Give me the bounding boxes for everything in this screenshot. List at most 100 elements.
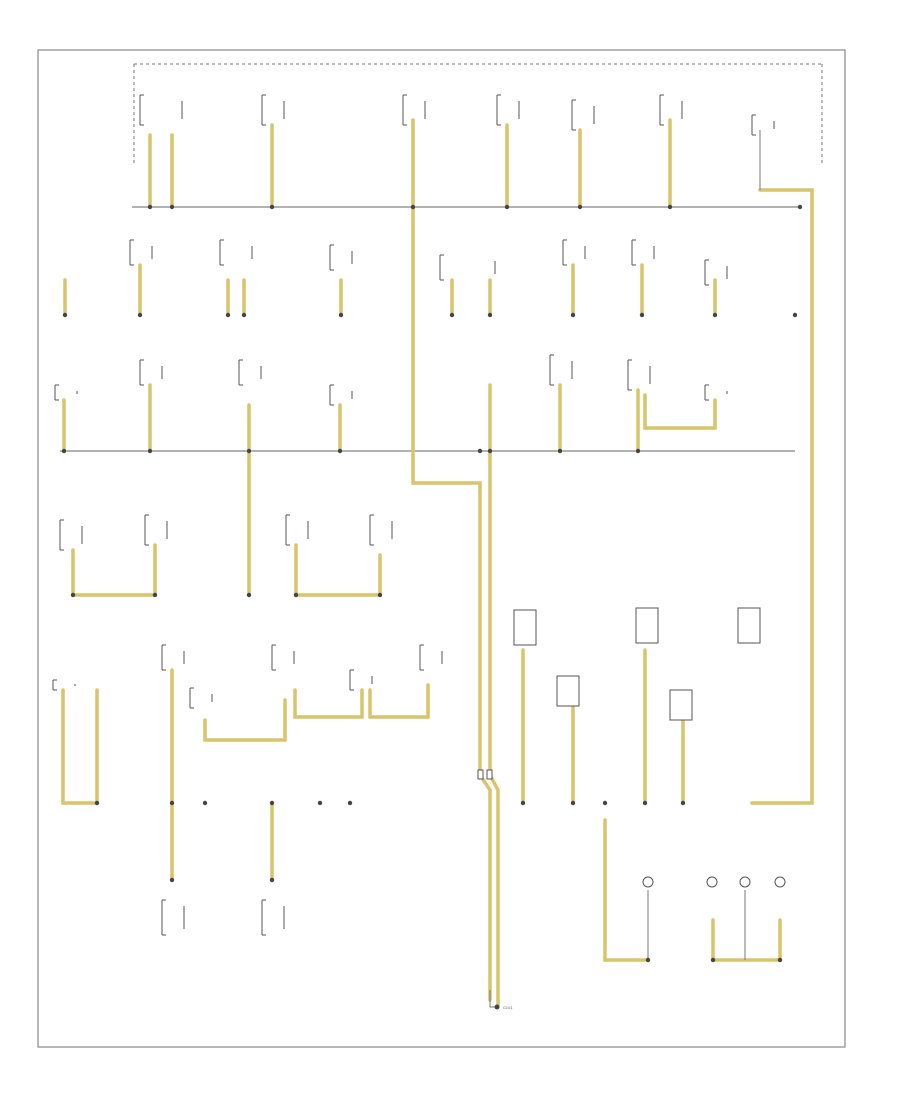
inline-connector-1 xyxy=(477,769,484,780)
wire-right-trunk xyxy=(750,188,814,805)
component-box-3 xyxy=(737,607,761,644)
splice-point-21 xyxy=(147,448,153,454)
splice-point-26 xyxy=(557,448,563,454)
component-bracket-16 xyxy=(139,359,163,386)
wire-row3-loop xyxy=(643,393,717,430)
component-bracket-6 xyxy=(659,94,683,126)
wire-bottom-left-loop xyxy=(603,818,650,962)
lamp-3 xyxy=(739,876,751,888)
component-bracket-25 xyxy=(369,514,393,546)
component-box-2 xyxy=(635,607,659,644)
wire-row4-loop-right xyxy=(294,543,382,597)
splice-point-22 xyxy=(246,448,252,454)
splice-point-24 xyxy=(477,448,483,454)
component-bracket-27 xyxy=(161,644,185,671)
wire-bottom-right-lamps xyxy=(647,890,746,960)
component-bracket-11 xyxy=(439,254,496,281)
thin-wires xyxy=(489,130,761,1008)
splice-point-32 xyxy=(377,592,383,598)
splice-point-10 xyxy=(137,312,143,318)
splice-point-18 xyxy=(712,312,718,318)
ground-point: G101 xyxy=(494,1004,513,1010)
splice-point-37 xyxy=(317,800,323,806)
component-bracket-21 xyxy=(704,384,728,401)
splice-point-47 xyxy=(710,957,716,963)
component-bracket-17 xyxy=(238,359,262,386)
splice-point-5 xyxy=(504,204,510,210)
splice-point-29 xyxy=(152,592,158,598)
splice-point-45 xyxy=(269,877,275,883)
wire-row5-a xyxy=(61,688,99,805)
diagram-frame xyxy=(37,49,846,1048)
component-bracket-1 xyxy=(139,94,183,126)
component-bracket-4 xyxy=(496,94,520,126)
component-bracket-26 xyxy=(52,679,76,691)
component-bracket-29 xyxy=(271,644,295,671)
splice-point-25 xyxy=(487,448,493,454)
wire-row5-e xyxy=(368,683,430,719)
splice-point-36 xyxy=(269,800,275,806)
splice-point-8 xyxy=(797,204,803,210)
splice-point-35 xyxy=(202,800,208,806)
lamp-2 xyxy=(706,876,718,888)
lamp-4 xyxy=(774,876,786,888)
splice-point-40 xyxy=(570,800,576,806)
highlighted-ground-wires xyxy=(61,118,814,1007)
splice-point-38 xyxy=(347,800,353,806)
wire-center-trunk-b xyxy=(488,383,500,1007)
splice-point-30 xyxy=(246,592,252,598)
component-bracket-9 xyxy=(219,239,253,266)
ground-point-label: G101 xyxy=(503,1006,513,1010)
splice-point-7 xyxy=(667,204,673,210)
splice-point-46 xyxy=(645,957,651,963)
splice-point-13 xyxy=(338,312,344,318)
splice-point-17 xyxy=(639,312,645,318)
splice-point-1 xyxy=(147,204,153,210)
component-bracket-12 xyxy=(562,239,586,266)
component-bracket-28 xyxy=(189,687,213,709)
component-bracket-5 xyxy=(571,99,595,131)
splice-point-3 xyxy=(269,204,275,210)
splice-point-11 xyxy=(225,312,231,318)
component-bracket-14 xyxy=(704,259,728,286)
component-bracket-3 xyxy=(402,94,426,126)
splice-points xyxy=(61,204,803,963)
splice-point-34 xyxy=(169,800,175,806)
ground-point-dot xyxy=(494,1004,500,1010)
splice-point-31 xyxy=(293,592,299,598)
component-bracket-18 xyxy=(329,384,353,406)
splice-point-41 xyxy=(602,800,608,806)
splice-point-44 xyxy=(169,877,175,883)
ground-buses xyxy=(60,63,823,452)
component-bracket-31 xyxy=(419,644,443,671)
component-bracket-20 xyxy=(627,359,651,391)
splice-point-27 xyxy=(635,448,641,454)
component-bracket-23 xyxy=(144,514,168,546)
splice-point-23 xyxy=(337,448,343,454)
component-box-4 xyxy=(556,675,580,707)
splice-point-12 xyxy=(241,312,247,318)
splice-point-16 xyxy=(570,312,576,318)
splice-point-43 xyxy=(680,800,686,806)
component-bracket-8 xyxy=(129,239,153,266)
component-box-1 xyxy=(513,609,537,646)
component-bracket-15 xyxy=(54,384,78,401)
splice-point-6 xyxy=(577,204,583,210)
component-bracket-32 xyxy=(161,899,185,936)
component-brackets xyxy=(52,94,775,936)
lamp-1 xyxy=(642,876,654,888)
component-bracket-10 xyxy=(329,244,353,271)
component-bracket-7 xyxy=(751,114,775,136)
wire-row5-d xyxy=(293,688,364,719)
component-bracket-30 xyxy=(349,669,373,691)
splice-point-15 xyxy=(487,312,493,318)
component-box-5 xyxy=(669,689,693,721)
inline-connector-2 xyxy=(486,769,493,780)
splice-point-2 xyxy=(169,204,175,210)
splice-point-33 xyxy=(94,800,100,806)
component-bracket-13 xyxy=(631,239,655,266)
splice-point-42 xyxy=(642,800,648,806)
wire-row4-loop-left xyxy=(71,543,157,597)
wire-row5-c xyxy=(203,698,287,742)
